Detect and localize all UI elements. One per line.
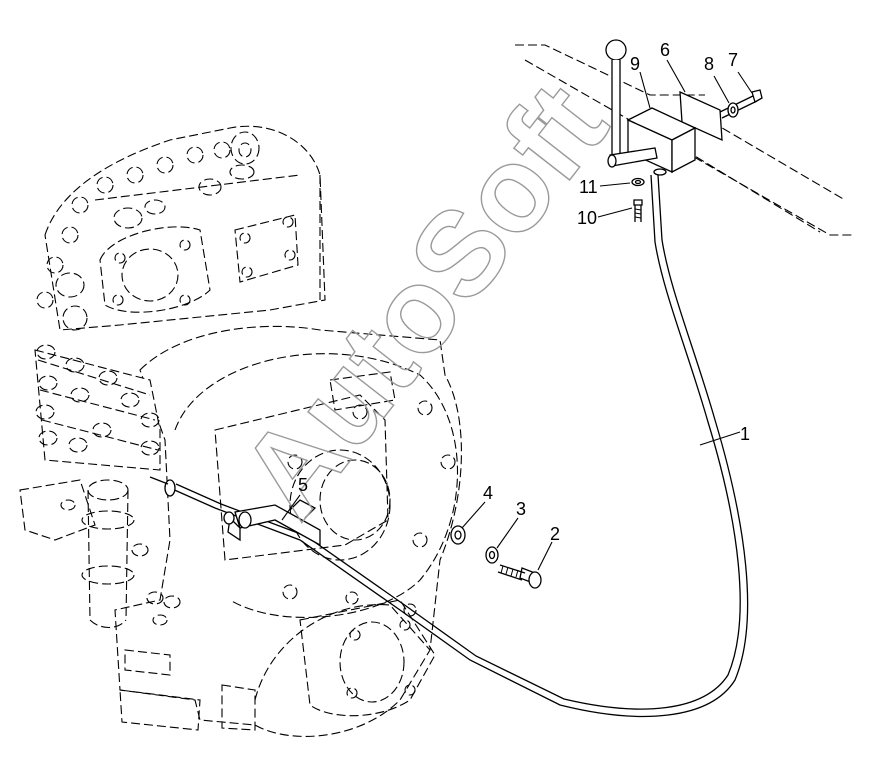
inspection-cover (234, 214, 299, 283)
screw-part-10 (633, 199, 643, 222)
shift-lever-handle (605, 39, 658, 168)
leader-7 (737, 71, 753, 94)
leader-4 (461, 501, 486, 529)
washer-part-11 (631, 177, 645, 187)
output-flange-upper (99, 226, 211, 313)
washer-part-8 (727, 102, 739, 118)
callout-8: 8 (704, 54, 714, 74)
callout-10: 10 (577, 208, 597, 228)
leader-9 (639, 71, 651, 109)
housing-bolts (282, 400, 456, 617)
callout-1: 1 (740, 424, 750, 444)
shift-lever-body-part-9 (626, 107, 697, 176)
leader-10 (597, 207, 633, 218)
shift-cable (149, 174, 749, 718)
cab-floor-outline (515, 44, 855, 236)
callout-4: 4 (483, 483, 493, 503)
transmission-housing (36, 125, 462, 737)
callout-6: 6 (660, 40, 670, 60)
screw-part-7 (719, 89, 763, 119)
leader-3 (496, 517, 519, 549)
flat-washer-part-4 (450, 525, 466, 545)
callout-leaders (281, 59, 753, 571)
filter-canister (81, 479, 135, 629)
callout-3: 3 (516, 499, 526, 519)
rear-cover-bolts (36, 141, 231, 309)
callout-labels: 1 2 3 4 5 6 7 8 9 10 11 (298, 40, 750, 544)
leader-8 (713, 75, 730, 104)
bolt-part-2 (497, 564, 542, 589)
output-flange-lower (299, 599, 436, 717)
leader-1 (699, 431, 741, 446)
mounting-plate-part-6 (679, 90, 723, 142)
cable-bracket (223, 499, 321, 547)
leader-11 (599, 182, 631, 187)
lifting-eye (229, 131, 260, 180)
callout-2: 2 (550, 524, 560, 544)
leader-2 (537, 541, 553, 571)
leader-6 (666, 59, 686, 93)
control-valve-body (19, 344, 181, 629)
callout-9: 9 (630, 54, 640, 74)
callout-7: 7 (728, 50, 738, 70)
callout-5: 5 (298, 475, 308, 495)
lock-washer-part-3 (485, 546, 499, 564)
callout-11: 11 (579, 177, 598, 197)
leader-5 (281, 494, 301, 521)
